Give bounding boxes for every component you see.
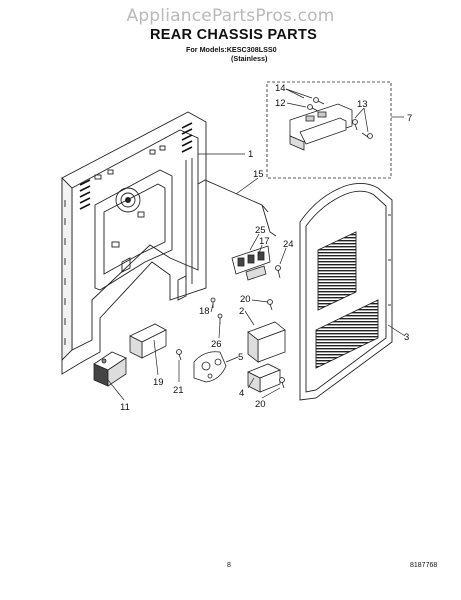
callout-25: 25 [255,225,266,236]
rear-chassis-panel [61,111,207,375]
terminal-bracket [289,103,353,151]
screws [176,297,285,389]
plate-5 [193,351,227,383]
cover-block-11 [93,351,127,387]
callout-1: 1 [248,149,253,160]
watermark: AppliancePartsPros.com [126,6,335,26]
variant-line: (Stainless) [231,54,268,63]
callout-19: 19 [153,377,164,388]
leader-lines [107,88,406,401]
callout-11: 11 [120,402,130,413]
page-number: 8 [227,562,231,569]
callout-2: 2 [239,306,244,317]
callout-18: 18 [199,306,210,317]
callout-labels: 14 12 13 7 1 15 25 17 24 20 18 2 26 5 3 … [120,83,412,413]
models-line: For Models:KESC308LSS0 [186,45,277,54]
callout-3: 3 [404,332,409,343]
wire-rod [197,179,277,237]
bracket-2 [247,321,286,363]
callout-24: 24 [283,239,294,250]
callout-21: 21 [173,385,184,396]
callout-14: 14 [275,83,286,94]
callout-4: 4 [239,388,244,399]
callout-7: 7 [407,113,412,124]
callout-5: 5 [238,352,243,363]
callout-13: 13 [357,99,368,110]
bracket-4 [247,363,281,393]
page-title: REAR CHASSIS PARTS [150,27,318,43]
callout-20-top: 20 [240,294,251,305]
document-number: 8187768 [410,562,438,569]
callout-17: 17 [259,236,270,247]
back-cover-panel [299,183,393,401]
bracket-19 [129,323,167,359]
callout-12: 12 [275,98,286,109]
inset-detail-box [266,81,392,179]
callout-20-bottom: 20 [255,399,266,410]
callout-26: 26 [211,339,222,350]
callout-15: 15 [253,169,264,180]
terminal-block [231,245,281,281]
